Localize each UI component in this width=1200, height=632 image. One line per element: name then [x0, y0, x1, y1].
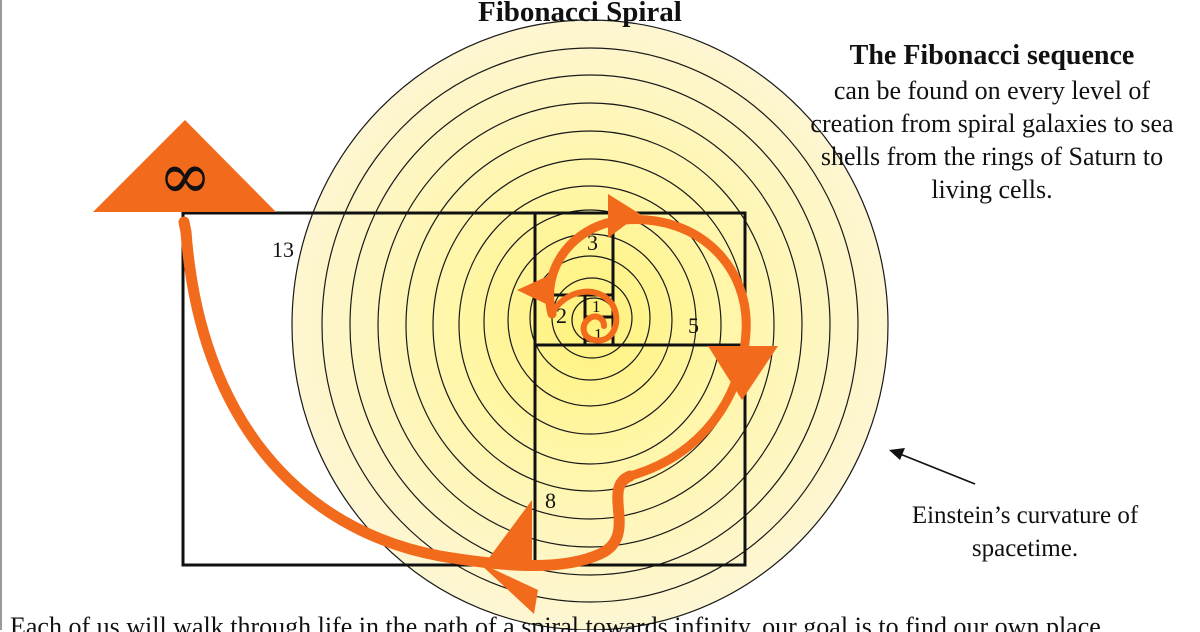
label-1b: 1: [594, 325, 603, 344]
einstein-annotation: Einstein’s curvature of spacetime.: [911, 502, 1139, 562]
fibonacci-sidenote: The Fibonacci sequence can be found on e…: [800, 38, 1184, 206]
ring: [405, 130, 775, 520]
infinity-triangle: [93, 120, 276, 212]
ring: [377, 102, 803, 548]
ring: [321, 47, 859, 603]
spiral-inner: [549, 288, 620, 344]
spiral-mid: [545, 215, 751, 481]
arrowhead: [517, 276, 548, 304]
label-8: 8: [545, 488, 556, 513]
arrowhead: [478, 562, 538, 614]
bottom-caption: Each of us will walk through life in the…: [10, 612, 1101, 632]
arrowhead: [608, 194, 640, 238]
ring: [529, 255, 651, 381]
ring: [291, 19, 889, 630]
sidenote-heading: The Fibonacci sequence: [849, 40, 1135, 71]
arrowhead: [708, 346, 778, 400]
label-13: 13: [272, 237, 294, 262]
annotation-arrow: [889, 448, 976, 485]
orange-spiral: [178, 215, 751, 572]
label-2: 2: [556, 303, 567, 328]
ring: [458, 185, 722, 465]
infinity-symbol: ∞: [158, 140, 211, 214]
square-labels: 13 8 5 3 2 1 1: [272, 230, 699, 513]
ring: [349, 74, 831, 576]
label-1a: 1: [592, 297, 601, 316]
infinity-arrowhead: ∞: [93, 120, 276, 214]
label-5: 5: [688, 313, 699, 338]
label-3: 3: [587, 230, 598, 255]
left-frame-edge: [0, 0, 2, 630]
page-title: Fibonacci Spiral: [478, 0, 682, 28]
sidenote-body: can be found on every level of creation …: [810, 75, 1174, 204]
spiral-outer: [178, 216, 636, 572]
arrowhead: [486, 500, 532, 562]
concentric-rings: [291, 19, 889, 630]
ring: [483, 209, 697, 435]
spiral-arrowheads: [478, 194, 778, 614]
